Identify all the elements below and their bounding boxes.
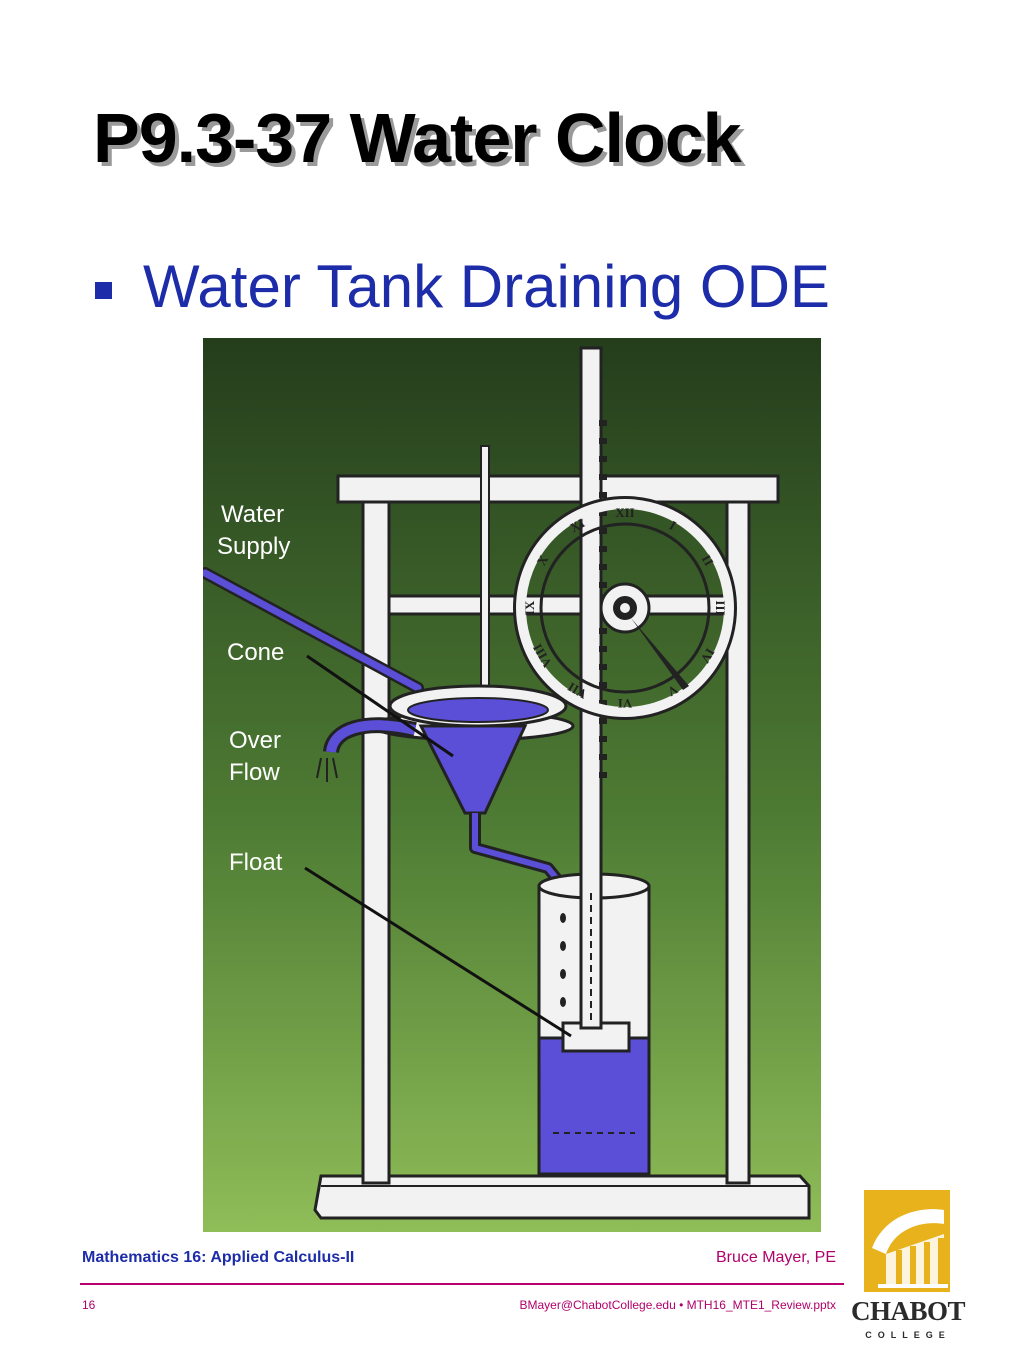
label-over: Over (229, 727, 281, 754)
slide-title: P9.3-37 Water Clock (93, 99, 742, 177)
chabot-logo-icon (864, 1190, 950, 1292)
label-cone: Cone (227, 639, 284, 666)
label-flow: Flow (229, 759, 280, 786)
cylinder-water (537, 1036, 651, 1176)
page-number: 16 (82, 1298, 96, 1312)
footer-author: Bruce Mayer, PE (715, 1249, 836, 1266)
label-float: Float (229, 849, 283, 876)
left-post (361, 496, 391, 1185)
leader-float (304, 866, 572, 1038)
dial-numeral: XI (567, 515, 587, 535)
logo-wordmark: CHABOT (850, 1296, 966, 1326)
dial-hand (631, 618, 689, 690)
rack-teeth (599, 420, 607, 778)
dial-numeral: IX (522, 600, 537, 615)
cross-bar (387, 594, 729, 616)
label-supply: Supply (217, 533, 290, 560)
footer-divider (80, 1283, 844, 1285)
dial-numeral: I (667, 518, 679, 534)
chabot-college-logo: CHABOT COLLEGE (848, 1188, 968, 1348)
top-beam (336, 474, 780, 504)
footer-file: BMayer@ChabotCollege.edu • MTH16_MTE1_Re… (519, 1298, 836, 1312)
leader-cone (306, 654, 454, 758)
bullet-text: Water Tank Draining ODE (143, 253, 830, 320)
logo-subtitle: COLLEGE (865, 1330, 951, 1340)
dial-numeral: XII (615, 505, 635, 520)
dial-numeral: VI (618, 696, 632, 711)
dial-numeral: III (713, 600, 728, 615)
square-bullet-icon (95, 282, 112, 299)
label-water: Water (221, 501, 284, 528)
footer-course: Mathematics 16: Applied Calculus-II (82, 1249, 355, 1266)
